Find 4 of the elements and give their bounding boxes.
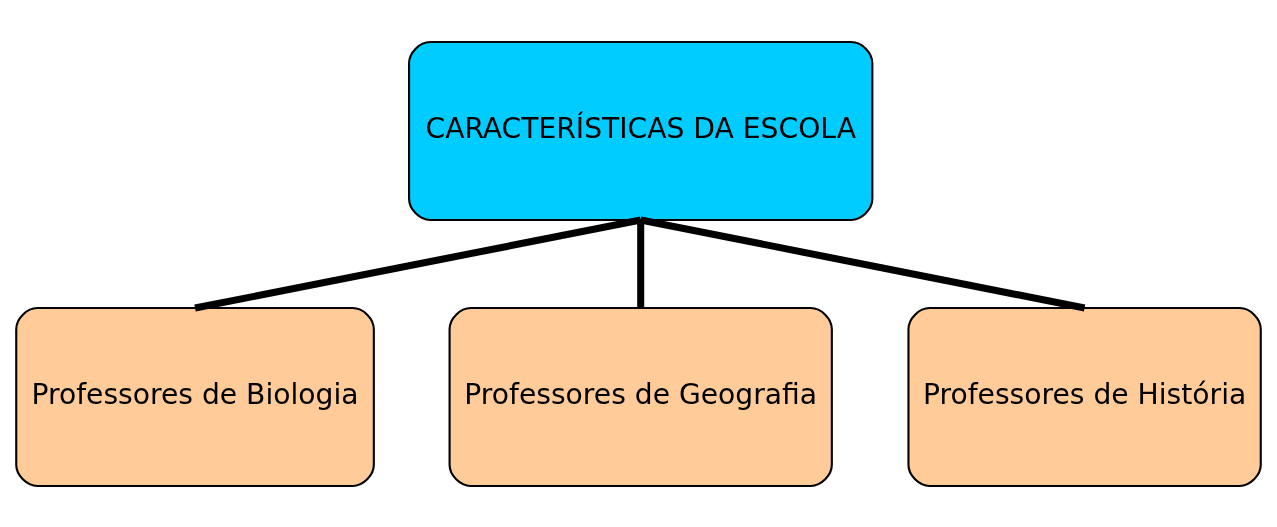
node-box: Professores de Biologia (15, 306, 375, 487)
node-box: CARACTERÍSTICAS DA ESCOLA (408, 40, 874, 221)
node-box: Professores de História (907, 306, 1262, 487)
node-box: Professores de Geografia (448, 306, 833, 487)
